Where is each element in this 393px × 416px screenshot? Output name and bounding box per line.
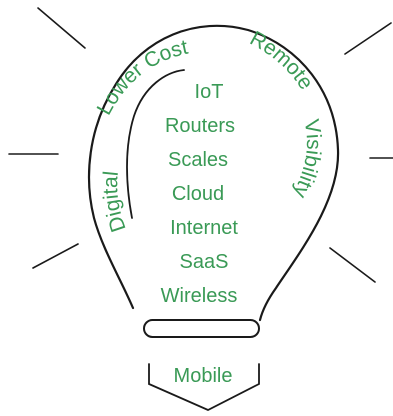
item-iot: IoT	[195, 81, 224, 103]
ray-bottom-left	[32, 243, 79, 269]
bulb-outline	[87, 24, 340, 322]
arc-label-visibility: Visibility	[288, 118, 325, 202]
item-internet: Internet	[170, 217, 238, 239]
item-saas: SaaS	[180, 251, 229, 273]
arc-label-digital: Digital	[99, 170, 130, 235]
item-routers: Routers	[165, 115, 235, 137]
bulb-base-bracket	[148, 363, 260, 411]
arc-label-remote: Remote	[246, 27, 318, 94]
item-wireless: Wireless	[161, 285, 238, 307]
item-list: IoT Routers Scales Cloud Internet SaaS W…	[161, 81, 239, 307]
ray-bottom-right	[329, 247, 376, 283]
arc-label-lower-cost: Lower Cost	[93, 36, 190, 119]
base-label-mobile: Mobile	[174, 365, 233, 387]
item-cloud: Cloud	[172, 183, 224, 205]
light-rays	[8, 7, 393, 283]
bulb-neck-ring	[143, 319, 260, 338]
item-scales: Scales	[168, 149, 228, 171]
ray-top-right	[344, 22, 392, 55]
inner-highlight-arc	[126, 69, 185, 219]
ray-top-left	[37, 7, 86, 49]
